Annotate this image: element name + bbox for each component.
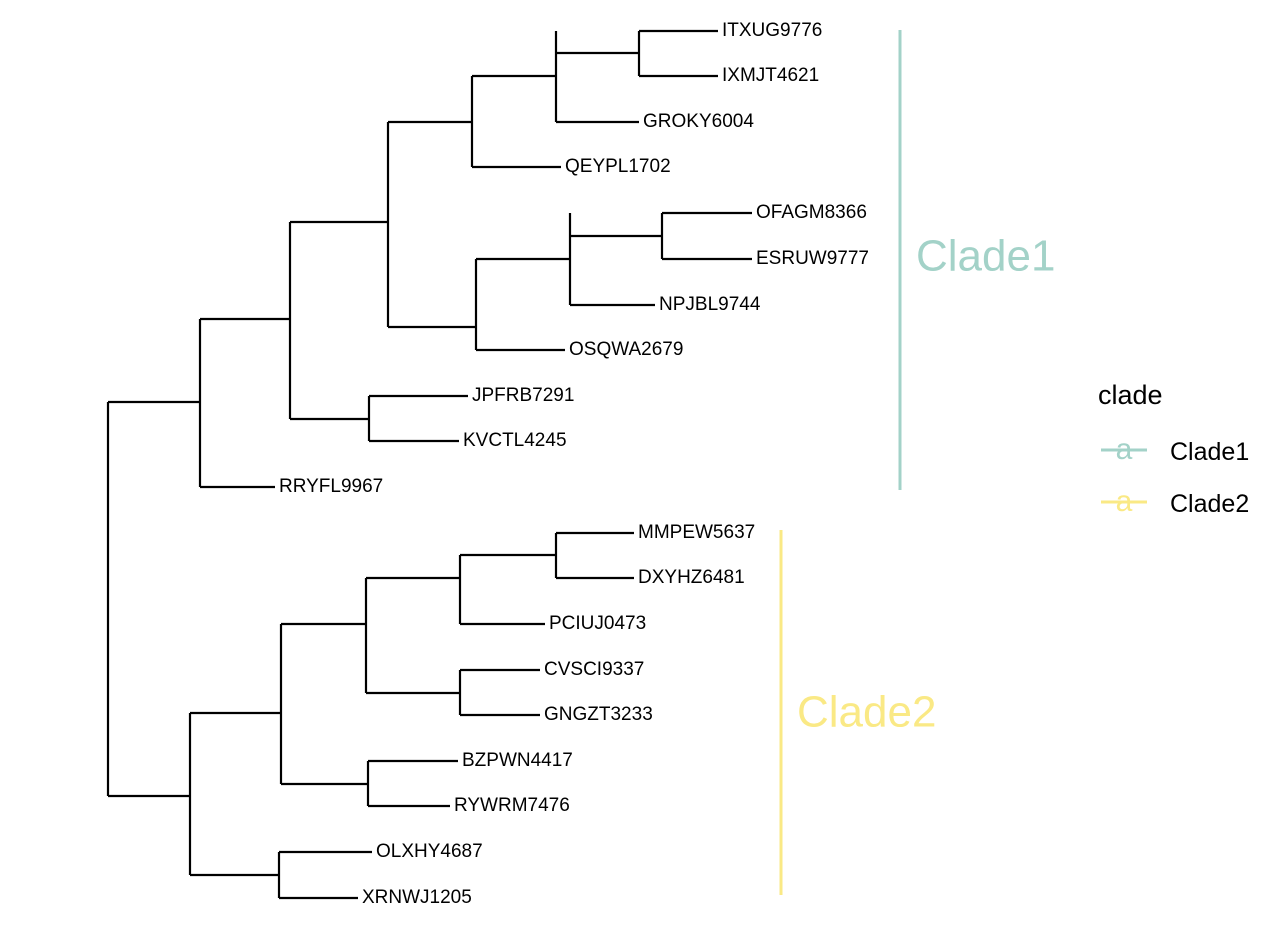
clade-label-clade2: Clade2 — [797, 688, 936, 737]
tip-label: GNGZT3233 — [544, 704, 653, 725]
legend-item-clade2[interactable]: a Clade2 — [1098, 483, 1273, 525]
legend-title: clade — [1098, 380, 1163, 410]
tip-label: ESRUW9777 — [756, 248, 869, 269]
legend-key-glyph-icon: a — [1098, 483, 1150, 525]
tip-label: RRYFL9967 — [279, 476, 383, 497]
legend-label: Clade1 — [1170, 437, 1250, 466]
tip-label: KVCTL4245 — [463, 430, 567, 451]
tip-label: OSQWA2679 — [569, 339, 683, 360]
tip-label: OLXHY4687 — [376, 841, 483, 862]
tip-label: CVSCI9337 — [544, 659, 644, 680]
tip-label: QEYPL1702 — [565, 156, 671, 177]
tip-label: PCIUJ0473 — [549, 613, 646, 634]
tip-label: JPFRB7291 — [472, 385, 574, 406]
tip-label: XRNWJ1205 — [362, 887, 472, 908]
tip-label: IXMJT4621 — [722, 65, 819, 86]
legend-label: Clade2 — [1170, 489, 1250, 518]
tip-label: RYWRM7476 — [454, 795, 570, 816]
tip-label: ITXUG9776 — [722, 20, 822, 41]
tip-label: OFAGM8366 — [756, 202, 867, 223]
tip-label-layer: ITXUG9776IXMJT4621GROKY6004QEYPL1702OFAG… — [279, 20, 869, 908]
legend-item-clade1[interactable]: a Clade1 — [1098, 431, 1273, 473]
clade-label-clade1: Clade1 — [916, 232, 1055, 281]
tip-label: GROKY6004 — [643, 111, 754, 132]
tip-label: DXYHZ6481 — [638, 567, 745, 588]
tip-label: MMPEW5637 — [638, 522, 755, 543]
branch-layer — [106, 29, 752, 900]
tip-label: NPJBL9744 — [659, 294, 761, 315]
tip-label: BZPWN4417 — [462, 750, 573, 771]
legend-key-glyph-icon: a — [1098, 431, 1150, 473]
